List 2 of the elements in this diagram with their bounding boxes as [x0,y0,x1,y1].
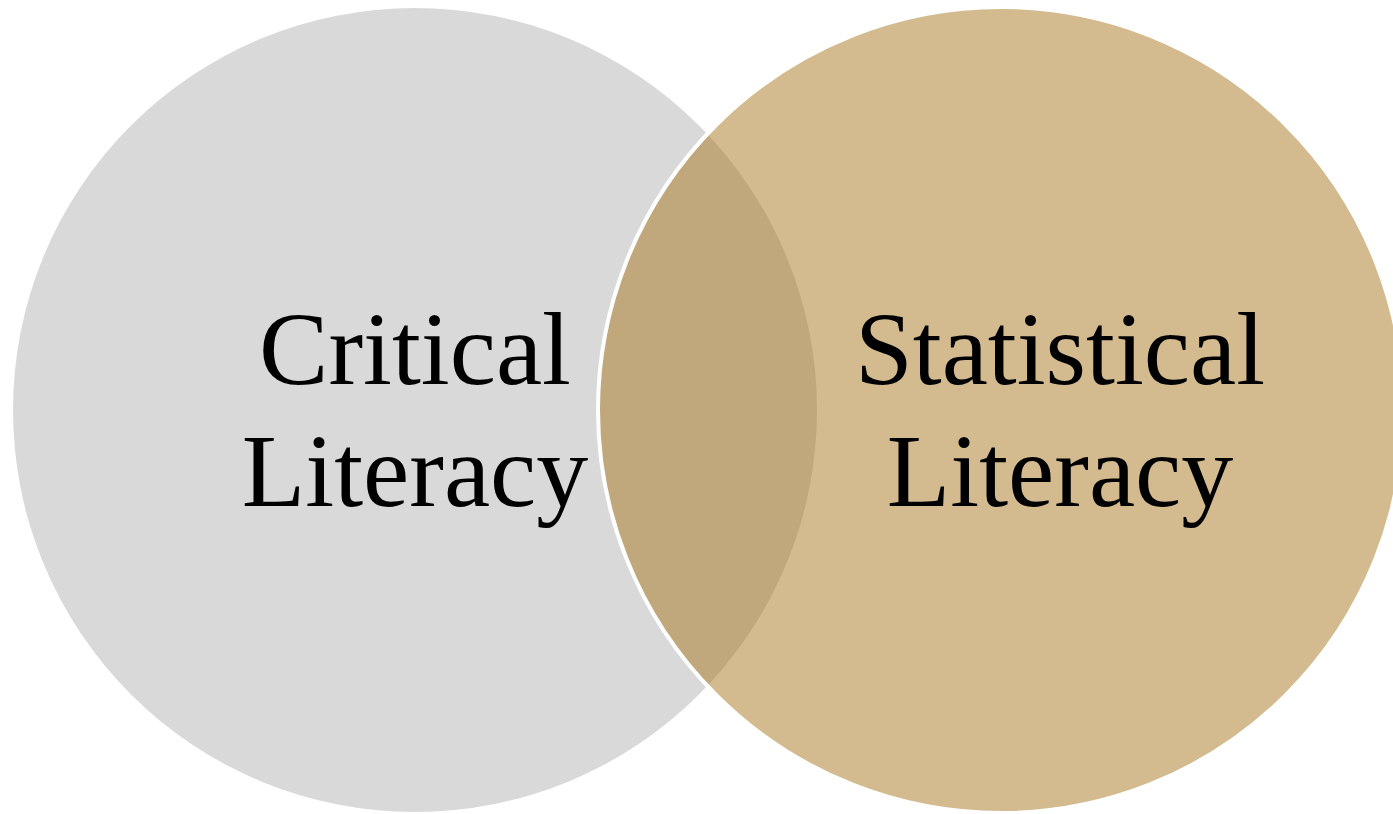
circle-label: Critical Literacy [240,290,590,530]
circle-label: Statistical Literacy [853,290,1267,530]
